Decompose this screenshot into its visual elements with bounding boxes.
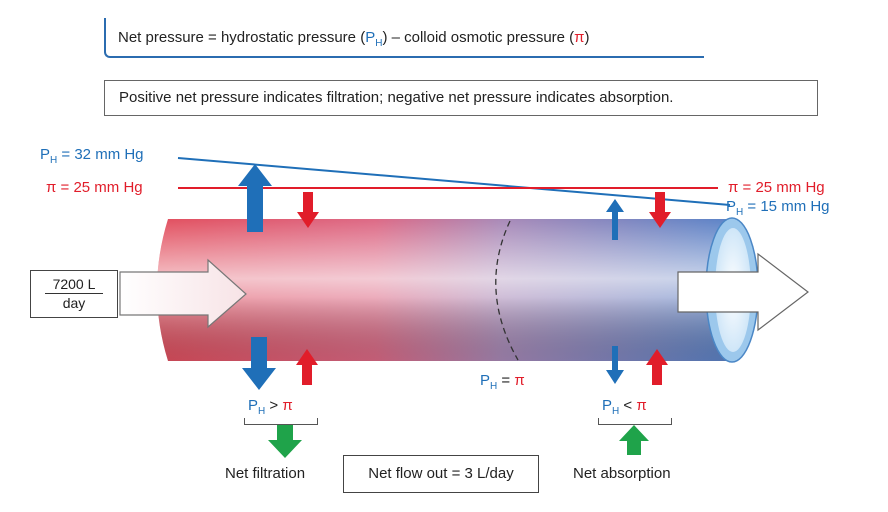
hydrostatic-filtration-arrow-icon bbox=[242, 337, 276, 390]
venous-pi-label: π = 25 mm Hg bbox=[728, 179, 825, 196]
equilibrium-line bbox=[495, 220, 519, 361]
equation-middle: ) – colloid osmotic pressure ( bbox=[382, 29, 575, 46]
absorption-comparison-label: PH < π bbox=[602, 397, 647, 417]
inflow-numerator: 7200 L bbox=[45, 275, 103, 294]
equation-suffix: ) bbox=[584, 29, 590, 46]
osmotic-in-arrow-icon bbox=[297, 192, 319, 228]
filtration-comparison-label: PH > π bbox=[248, 397, 293, 417]
venous-ph-label: PH = 15 mm Hg bbox=[726, 198, 830, 218]
equation-prefix: Net pressure = hydrostatic pressure ( bbox=[118, 29, 366, 46]
net-absorption-arrow-icon bbox=[619, 425, 649, 455]
arterial-pi-label: π = 25 mm Hg bbox=[46, 179, 143, 196]
hydrostatic-small-out-arrow-icon bbox=[606, 199, 624, 240]
net-flow-out-box: Net flow out = 3 L/day bbox=[343, 455, 539, 493]
note-box: Positive net pressure indicates filtrati… bbox=[104, 80, 818, 116]
equilibrium-label: PH = π bbox=[480, 372, 525, 392]
net-filtration-label: Net filtration bbox=[225, 465, 306, 482]
equation-ph: PH bbox=[365, 29, 383, 49]
filtration-bracket bbox=[244, 418, 318, 425]
net-filtration-arrow-icon bbox=[268, 425, 302, 458]
osmotic-filtration-arrow-icon bbox=[296, 349, 318, 385]
net-absorption-label: Net absorption bbox=[573, 465, 671, 482]
equation-box: Net pressure = hydrostatic pressure (PH)… bbox=[104, 18, 704, 58]
arterial-ph-label: PH = 32 mm Hg bbox=[40, 146, 144, 166]
hydrostatic-out-arrow-icon bbox=[238, 164, 272, 232]
osmotic-venous-in-arrow-icon bbox=[649, 192, 671, 228]
osmotic-absorption-arrow-icon bbox=[646, 349, 668, 385]
inflow-denominator: day bbox=[62, 295, 86, 311]
hydrostatic-small-down-arrow-icon bbox=[606, 346, 624, 384]
hydrostatic-pressure-line bbox=[177, 157, 731, 206]
inflow-arrow-icon bbox=[119, 258, 247, 329]
inflow-rate-box: 7200 L day bbox=[30, 270, 118, 318]
equation-pi: π bbox=[574, 29, 585, 46]
outflow-arrow-icon bbox=[677, 252, 809, 332]
absorption-bracket bbox=[598, 418, 672, 425]
capillary-tube bbox=[157, 217, 759, 363]
